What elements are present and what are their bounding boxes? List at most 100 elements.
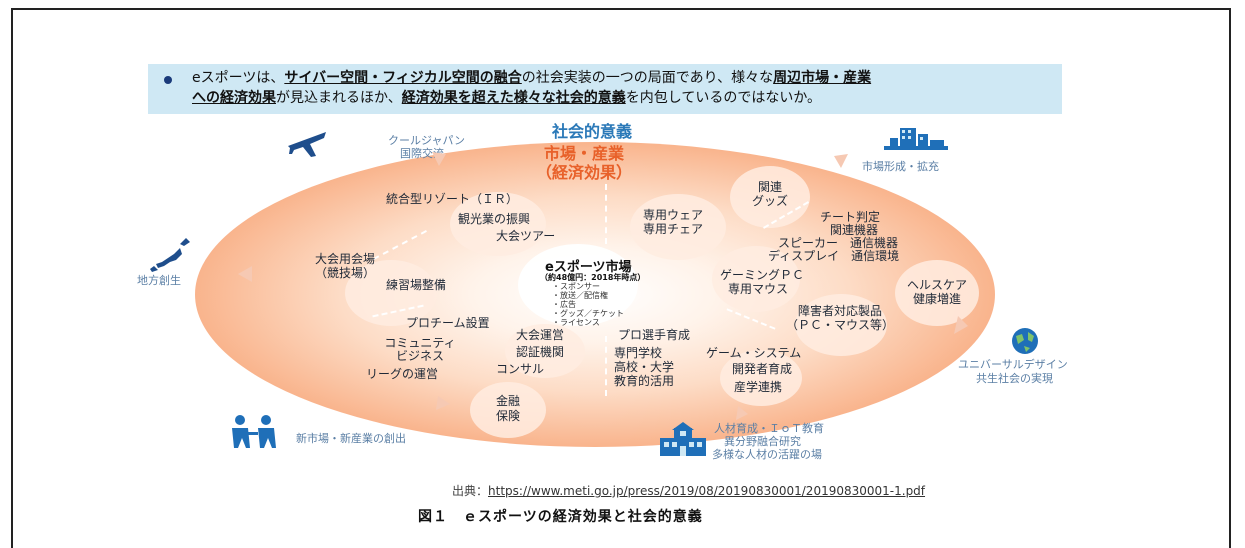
arrow-up-left [432, 152, 446, 166]
label-industry: 産学連携 [734, 380, 783, 394]
label-finance-1: 金融 [495, 394, 520, 408]
bubble-wear [630, 194, 726, 260]
label-display: ディスプレイ 通信環境 [768, 249, 900, 263]
label-consult: コンサル [496, 362, 545, 376]
bubble-goods [730, 166, 810, 228]
outer-cooljapan-1: クールジャパン [388, 134, 465, 147]
bubble-accessible [795, 294, 887, 356]
divider-top [605, 184, 607, 244]
market-heading-line2: （経済効果） [536, 163, 633, 182]
label-gamingpc: ゲーミングＰＣ [720, 268, 805, 282]
label-chair: 専用チェア [643, 222, 704, 236]
label-goods-2: グッズ [751, 194, 788, 208]
japan-map-icon [150, 238, 190, 272]
center-item: ・グッズ／チケット [552, 309, 624, 318]
center-item: ・広告 [552, 300, 576, 309]
label-cert: 認証機関 [516, 345, 565, 359]
outer-universal-2: 共生社会の実現 [976, 372, 1053, 385]
label-cheat-2: 関連機器 [830, 223, 879, 237]
label-health-1: ヘルスケア [906, 278, 967, 292]
label-mouse: 専用マウス [728, 282, 789, 296]
outer-regional: 地方創生 [137, 274, 181, 287]
label-devtrain: 開発者育成 [732, 362, 793, 376]
label-operation: 大会運営 [516, 328, 565, 342]
bubble-health [895, 260, 979, 326]
label-school-1: 専門学校 [614, 346, 663, 360]
banner-text-4: を内包しているのではないか。 [625, 90, 822, 106]
outward-arrows [238, 152, 968, 420]
bubble-practice [345, 260, 437, 326]
arrow-down-right [736, 406, 748, 420]
label-proteam: プロチーム設置 [406, 316, 490, 330]
bubble-finance [470, 382, 546, 438]
label-league: リーグの運営 [366, 367, 439, 381]
banner-text-3: が見込まれるほか、 [276, 90, 402, 106]
center-item: ・放送／配信権 [552, 291, 608, 300]
center-item: ・ライセンス [552, 318, 600, 327]
bubble-tourism [450, 192, 546, 256]
bubble-operation [505, 324, 585, 378]
source-label: 出典： [452, 484, 489, 498]
source-link[interactable]: https://www.meti.go.jp/press/2019/08/201… [488, 484, 926, 498]
buildings-icon [884, 128, 948, 150]
label-community-1: コミュニティ [384, 336, 456, 350]
arrow-down-left [436, 396, 450, 410]
label-accessible-1: 障害者対応製品 [797, 304, 882, 318]
market-heading-line1: 市場・産業 [544, 144, 625, 163]
outer-newmarket: 新市場・新産業の創出 [296, 432, 406, 445]
arrow-right [954, 316, 968, 334]
school-icon [660, 422, 706, 456]
banner-text-2: の社会実装の一つの局面であり、様々な [521, 70, 774, 86]
banner-emphasis-1: サイバー空間・フィジカル空間の融合 [284, 70, 522, 86]
label-wear: 専用ウェア [643, 208, 704, 222]
esports-diagram: 社会的意義 市場・産業 （経済効果） eスポーツ市場 （約48億円：2018年時… [137, 114, 1110, 474]
center-item: ・スポンサー [552, 282, 600, 291]
arrow-up-right [834, 154, 848, 168]
banner-text-1: eスポーツは、 [192, 70, 285, 86]
label-cheat-1: チート判定 [820, 210, 881, 224]
banner-emphasis-2a: 周辺市場・産業 [773, 70, 872, 86]
center-title: eスポーツ市場 [545, 260, 632, 275]
label-venue-2: （競技場） [314, 266, 375, 280]
bubble-center [518, 244, 638, 326]
label-health-2: 健康増進 [912, 292, 961, 306]
label-speaker: スピーカー 通信機器 [778, 236, 899, 250]
outer-cooljapan-2: 国際交流 [400, 147, 444, 160]
outer-universal-1: ユニバーサルデザイン [958, 358, 1068, 371]
label-venue-1: 大会用会場 [314, 252, 375, 266]
source-citation: 出典：https://www.meti.go.jp/press/2019/08/… [452, 482, 925, 499]
outer-market-expand: 市場形成・拡充 [862, 160, 939, 173]
label-tour: 大会ツアー [496, 229, 556, 243]
label-gamesystem: ゲーム・システム [706, 346, 802, 360]
globe-icon [1012, 328, 1038, 354]
label-accessible-2: （ＰＣ・マウス等） [785, 318, 894, 332]
outer-hr-1: 人材育成・ＩｏＴ教育 [714, 422, 824, 435]
page-frame [11, 8, 1231, 548]
social-significance-heading: 社会的意義 [552, 122, 633, 141]
banner-emphasis-3: 経済効果を超えた様々な社会的意義 [401, 90, 626, 106]
center-list: ・スポンサー ・放送／配信権 ・広告 ・グッズ／チケット ・ライセンス [552, 282, 624, 327]
people-icon [232, 415, 276, 448]
bullet-icon [164, 76, 172, 84]
label-community-2: ビジネス [395, 349, 444, 363]
outer-hr-2: 異分野融合研究 [724, 435, 801, 448]
banner-emphasis-2b: への経済効果 [192, 90, 276, 106]
label-school-2: 高校・大学 [614, 360, 675, 374]
outer-hr-3: 多様な人材の活躍の場 [712, 448, 822, 461]
label-tourism: 観光業の振興 [458, 212, 531, 226]
label-finance-2: 保険 [495, 409, 520, 423]
bubble-devtrain [720, 350, 802, 406]
label-ir: 統合型リゾート（ＩＲ） [386, 192, 519, 206]
label-practice: 練習場整備 [386, 278, 447, 292]
summary-banner: eスポーツは、サイバー空間・フィジカル空間の融合の社会実装の一つの局面であり、様… [148, 64, 1062, 114]
figure-caption: 図１ ｅスポーツの経済効果と社会的意義 [418, 509, 703, 525]
market-heading: 市場・産業 （経済効果） [536, 144, 632, 182]
center-subtitle: （約48億円：2018年時点） [540, 273, 646, 282]
divider-bottom [605, 336, 607, 396]
airplane-icon [288, 132, 326, 157]
label-goods-1: 関連 [757, 180, 782, 194]
label-school-3: 教育的活用 [614, 374, 675, 388]
arrow-left [238, 266, 252, 282]
label-protrain: プロ選手育成 [618, 328, 691, 342]
bubble-gamingpc [712, 246, 800, 312]
